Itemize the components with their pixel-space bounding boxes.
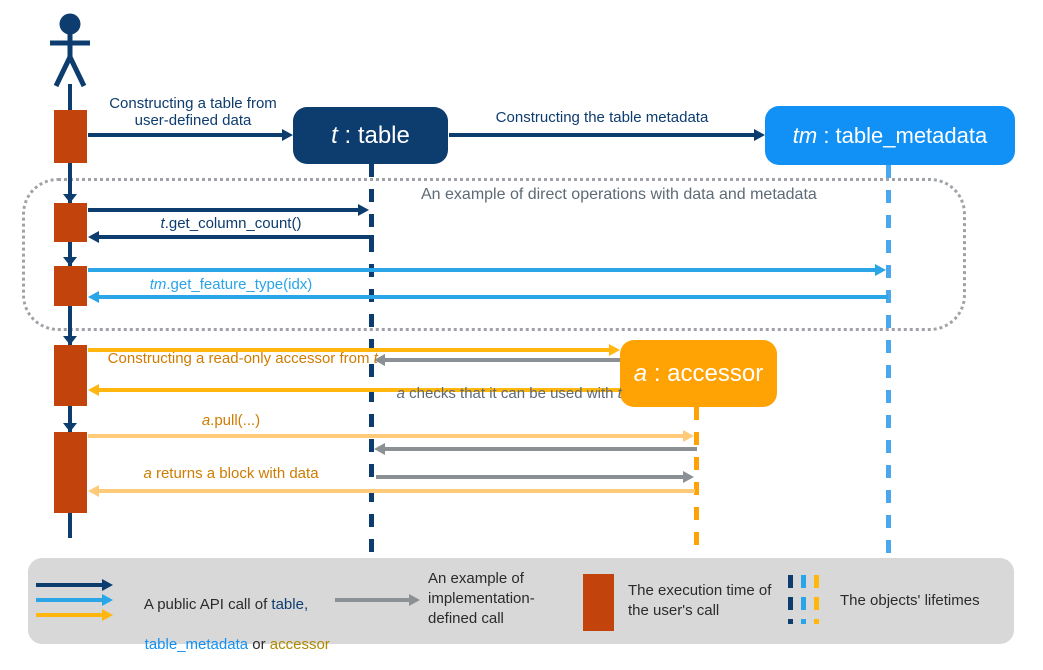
label-var: t (373, 350, 378, 367)
label-call: .pull(...) (210, 412, 261, 429)
control-flow-arrow (68, 242, 72, 257)
label-var: tm (149, 276, 167, 293)
accessor-checks-arrow (385, 358, 620, 362)
pull-impl-call-arrow (385, 447, 697, 451)
get-feature-type-call-arrow (88, 268, 875, 272)
legend-impl-call-text: An example of implementation-defined cal… (428, 570, 535, 627)
legend-execution-swatch (583, 574, 614, 631)
label-var: a (396, 385, 406, 402)
activation-bar (54, 432, 87, 513)
get-feature-type-return-arrow (99, 295, 888, 299)
object-box-table: t : table (293, 107, 448, 164)
label-line: user-defined data (134, 112, 252, 129)
legend-panel (28, 558, 1014, 644)
object-name: : table (337, 121, 410, 149)
get-column-count-call-arrow (88, 208, 358, 212)
control-flow-arrow (68, 306, 72, 336)
construct-table-arrow (88, 133, 282, 137)
object-name: : table_metadata (817, 122, 988, 148)
label-var: t (617, 385, 622, 402)
label-var: t (160, 215, 165, 232)
legend-lifetimes-text: The objects' lifetimes (840, 592, 980, 609)
legend-lifetime-line-blue (801, 575, 806, 624)
construct-metadata-arrow (449, 133, 754, 137)
label-call: .get_feature_type(idx) (166, 276, 313, 293)
actor-icon (50, 13, 90, 88)
label-text: returns a block with data (151, 465, 319, 482)
legend-public-api-arrow-accessor (36, 613, 102, 617)
get-column-count-return-arrow (99, 235, 374, 239)
legend-lifetime-line-gold (814, 575, 819, 624)
legend-public-api-text: A public API call of table, table_metada… (128, 575, 330, 670)
label-var: a (201, 412, 211, 429)
legend-metadata-word: table_metadata (144, 636, 249, 653)
object-box-accessor: a : accessor (620, 340, 777, 407)
control-flow-arrow (68, 163, 72, 194)
legend-table-word: table, (271, 596, 309, 613)
direct-operations-group (22, 178, 966, 331)
legend-public-api-arrow-metadata (36, 598, 102, 602)
label-call: .get_column_count() (164, 215, 302, 232)
pull-impl-return-arrow (376, 475, 683, 479)
legend-text-part: or (248, 636, 270, 653)
construct-accessor-label: Constructing a read-only accessor from t (91, 333, 378, 384)
get-column-count-label: t.get_column_count() (98, 215, 364, 232)
activation-bar (54, 266, 87, 306)
legend-text-part: A public API call of (143, 596, 272, 613)
get-feature-type-label: tm.get_feature_type(idx) (98, 276, 364, 293)
pull-return-arrow (99, 489, 695, 493)
control-flow-arrow (68, 406, 72, 423)
label-text: checks that it can be used with (405, 385, 618, 402)
object-name: : accessor (647, 359, 764, 387)
legend-accessor-word: accessor (269, 636, 330, 653)
metadata-lifeline (886, 165, 891, 559)
table-lifeline (369, 164, 374, 556)
legend-public-api-arrow-table (36, 583, 102, 587)
label-line: Constructing a table from (109, 95, 277, 112)
label-text: Constructing a read-only accessor from (107, 350, 374, 367)
construct-accessor-arrow (88, 348, 609, 352)
pull-label: a.pull(...) (98, 412, 364, 429)
object-var: a (633, 359, 648, 387)
legend-lifetime-line-navy (788, 575, 793, 624)
returns-block-label: a returns a block with data (98, 465, 364, 482)
activation-bar (54, 345, 87, 406)
accessor-checks-label: a checks that it can be used with t (380, 368, 622, 419)
legend-execution-text: The execution time of the user's call (628, 582, 772, 619)
construct-accessor-return-arrow (99, 388, 620, 392)
object-var: tm (792, 122, 818, 148)
label-var: a (143, 465, 152, 482)
construct-metadata-label: Constructing the table metadata (495, 109, 709, 126)
object-box-table-metadata: tm : table_metadata (765, 106, 1015, 165)
activation-bar (54, 110, 87, 163)
legend-impl-call-arrow (335, 598, 409, 602)
accessor-lifeline (694, 407, 699, 546)
activation-bar (54, 203, 87, 242)
pull-call-arrow (88, 434, 683, 438)
construct-table-label: Constructing a table from user-defined d… (95, 95, 291, 129)
group-note: An example of direct operations with dat… (421, 186, 817, 203)
object-var: t (331, 121, 338, 149)
